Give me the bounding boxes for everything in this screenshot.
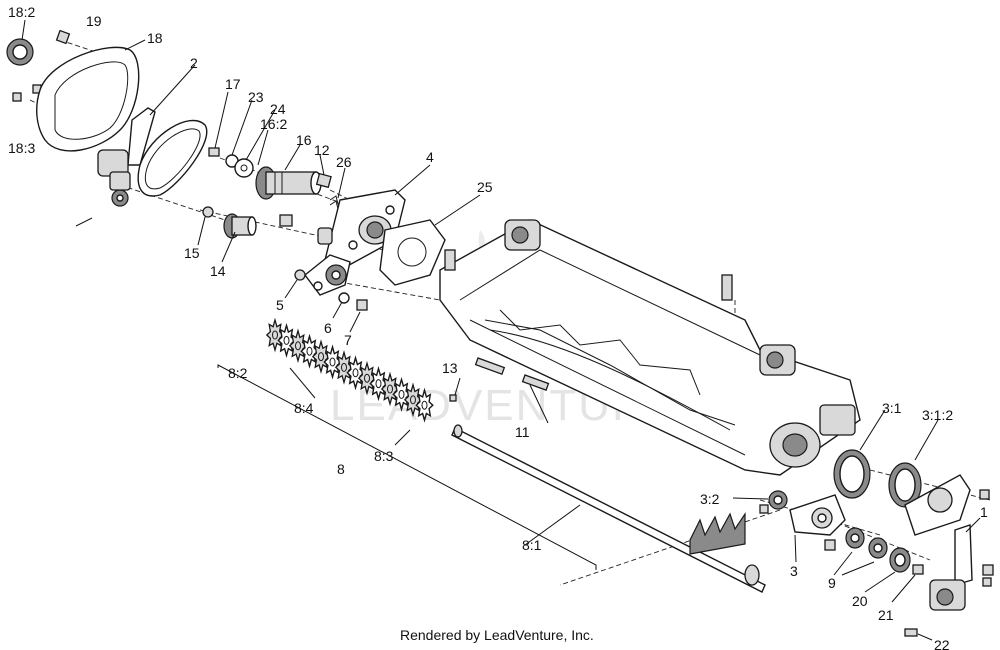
callout-18-2: 18:2 <box>8 4 35 20</box>
callout-6: 6 <box>324 320 332 336</box>
callout-15: 15 <box>184 245 200 261</box>
bearing-housing <box>904 474 990 536</box>
callout-24: 24 <box>270 101 286 117</box>
footer-credit: Rendered by LeadVenture, Inc. <box>400 627 594 643</box>
seal-3-1-2 <box>888 462 922 508</box>
callout-8: 8 <box>337 461 345 477</box>
bracket-1 <box>929 524 994 611</box>
reel-blade <box>311 339 331 374</box>
callout-3: 3 <box>790 563 798 579</box>
reel-blades-8 <box>265 317 434 423</box>
belt-17 <box>137 119 208 197</box>
callout-3-1: 3:1 <box>882 400 902 416</box>
reel-blade <box>288 328 308 364</box>
leader-lines <box>21 19 981 641</box>
callout-3-2: 3:2 <box>700 491 720 507</box>
part-21 <box>912 564 924 575</box>
callout-12: 12 <box>314 142 330 158</box>
callout-21: 21 <box>878 607 894 623</box>
bolt-19 <box>55 29 71 45</box>
reel-blade <box>334 350 354 385</box>
reel-frame <box>439 219 861 476</box>
reel-blade <box>346 355 365 391</box>
seal-3-1 <box>833 449 871 499</box>
idler-arm <box>304 254 351 296</box>
seal-18-2 <box>6 38 34 66</box>
callout-8-1: 8:1 <box>522 537 542 553</box>
callout-18-3: 18:3 <box>8 140 35 156</box>
bearings-9 <box>824 527 888 559</box>
reel-blade <box>265 317 285 353</box>
callout-22: 22 <box>934 637 950 650</box>
callout-16: 16 <box>296 132 312 148</box>
housing-4 <box>279 189 406 271</box>
callout-8-2: 8:2 <box>228 365 248 381</box>
reel-blade <box>415 387 434 423</box>
reel-shaft-8-1 <box>451 424 766 593</box>
callout-4: 4 <box>426 149 434 165</box>
washers-23-24 <box>208 147 254 178</box>
bolts-13 <box>449 357 506 402</box>
callout-5: 5 <box>276 297 284 313</box>
part-20 <box>889 547 911 573</box>
callout-14: 14 <box>210 263 226 279</box>
callout-8-3: 8:3 <box>374 448 394 464</box>
seal-3-2 <box>759 490 788 514</box>
callout-1: 1 <box>980 504 988 520</box>
callout-20: 20 <box>852 593 868 609</box>
reel-blade <box>392 376 411 412</box>
callout-3-1-2: 3:1:2 <box>922 407 953 423</box>
washer-15 <box>202 206 214 218</box>
callout-11: 11 <box>515 424 530 440</box>
reel-blade <box>300 333 319 369</box>
callout-2: 2 <box>190 55 198 71</box>
washer-5 <box>294 269 306 281</box>
group-8-bracket <box>217 364 597 570</box>
callout-25: 25 <box>477 179 493 195</box>
callout-17: 17 <box>225 76 241 92</box>
pulley-14 <box>223 213 257 239</box>
bolt-11 <box>521 374 550 391</box>
bolts-18-3 <box>12 84 42 102</box>
callout-8-4: 8:4 <box>294 400 314 416</box>
bracket-3 <box>789 494 846 536</box>
nut-7 <box>356 299 368 311</box>
callout-labels: 18:2 19 18 18:3 2 17 23 24 16:2 16 12 26… <box>8 4 988 650</box>
gasket-25 <box>379 219 446 286</box>
callout-23: 23 <box>248 89 264 105</box>
callout-7: 7 <box>344 332 352 348</box>
reel-blade <box>380 371 400 407</box>
reel-blade <box>277 322 296 358</box>
belt-cover-18 <box>36 46 140 152</box>
reel-blade <box>357 360 377 396</box>
callout-16-2: 16:2 <box>260 116 287 132</box>
callout-26: 26 <box>336 154 352 170</box>
callout-19: 19 <box>86 13 102 29</box>
callout-18: 18 <box>147 30 163 46</box>
washer-6 <box>338 292 350 304</box>
bolt-22 <box>904 628 918 637</box>
callout-9: 9 <box>828 575 836 591</box>
bracket-2 <box>75 107 156 227</box>
pulley-16 <box>255 166 322 200</box>
reel-blade <box>323 344 342 380</box>
reel-blade <box>369 366 388 402</box>
reel-blade <box>403 382 423 418</box>
nut-12 <box>315 172 332 189</box>
callout-13: 13 <box>442 360 458 376</box>
